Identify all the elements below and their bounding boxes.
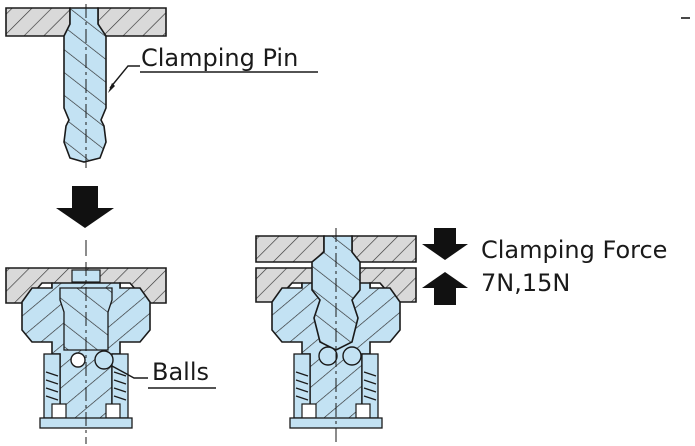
arrow-up-icon <box>422 272 468 305</box>
clamping-pin-leader <box>108 65 140 93</box>
clamping-pin-label: Clamping Pin <box>141 44 298 72</box>
arrow-down-icon <box>56 186 114 228</box>
balls-label: Balls <box>152 358 209 386</box>
clamping-pin-part <box>63 4 107 168</box>
left-receiver-body <box>21 262 151 444</box>
clamping-force-label: Clamping Force <box>481 236 667 264</box>
arrow-down-icon <box>422 228 468 260</box>
right-receiver-body <box>271 228 401 444</box>
balls-leader <box>111 365 148 379</box>
force-values-label: 7N,15N <box>481 269 570 297</box>
